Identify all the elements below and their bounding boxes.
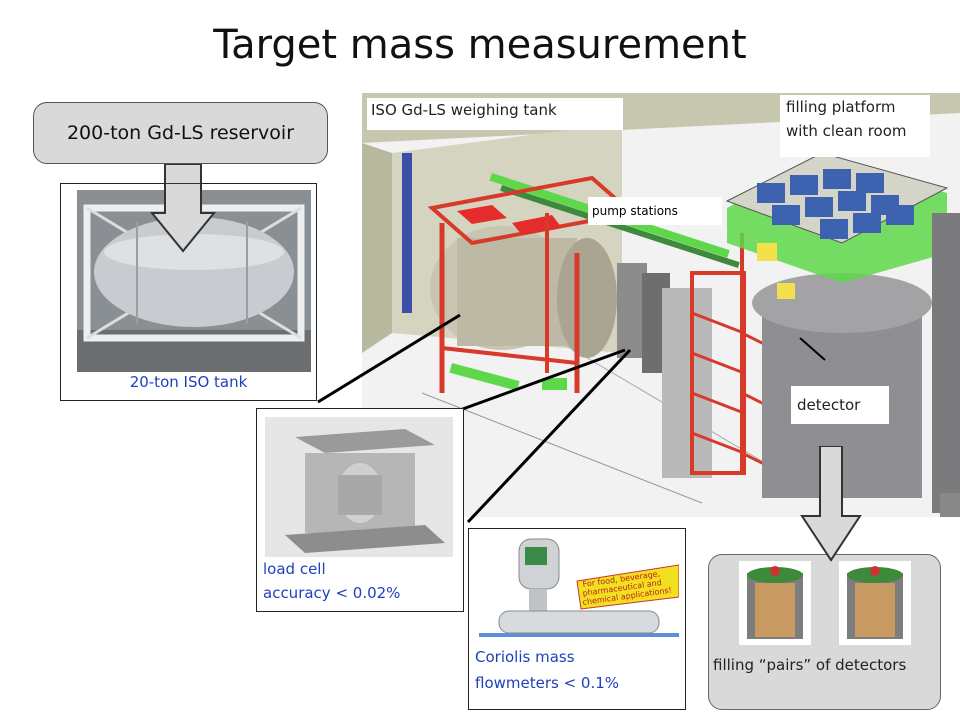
coriolis-line1: Coriolis mass <box>475 648 575 666</box>
detector-label: detector <box>791 386 889 424</box>
filling-platform-line1: filling platform <box>786 98 896 116</box>
detector-model-left <box>739 561 811 645</box>
filling-platform-line2: with clean room <box>786 122 907 140</box>
reservoir-box: 200-ton Gd-LS reservoir <box>33 102 328 164</box>
load-cell-panel: load cell accuracy < 0.02% <box>256 408 464 612</box>
pump-stations-label: pump stations <box>588 197 722 225</box>
filling-pairs-panel: filling “pairs” of detectors <box>708 554 941 710</box>
filling-platform-label: filling platform with clean room <box>780 95 930 157</box>
detector-down-arrow <box>800 446 862 562</box>
load-cell-photo <box>265 417 453 557</box>
coriolis-line2: flowmeters < 0.1% <box>475 674 620 692</box>
coriolis-panel: For food, beverage, pharmaceutical and c… <box>468 528 686 710</box>
detector-model-right <box>839 561 911 645</box>
weighing-tank-label: ISO Gd-LS weighing tank <box>367 98 623 130</box>
filling-pairs-caption: filling “pairs” of detectors <box>713 656 907 674</box>
reservoir-arrow-head <box>150 183 216 253</box>
load-cell-line2: accuracy < 0.02% <box>263 584 401 602</box>
load-cell-line1: load cell <box>263 560 326 578</box>
iso-tank-caption: 20-ton ISO tank <box>129 373 248 391</box>
coriolis-flowmeter-photo: For food, beverage, pharmaceutical and c… <box>479 538 679 637</box>
page-title: Target mass measurement <box>213 22 747 68</box>
